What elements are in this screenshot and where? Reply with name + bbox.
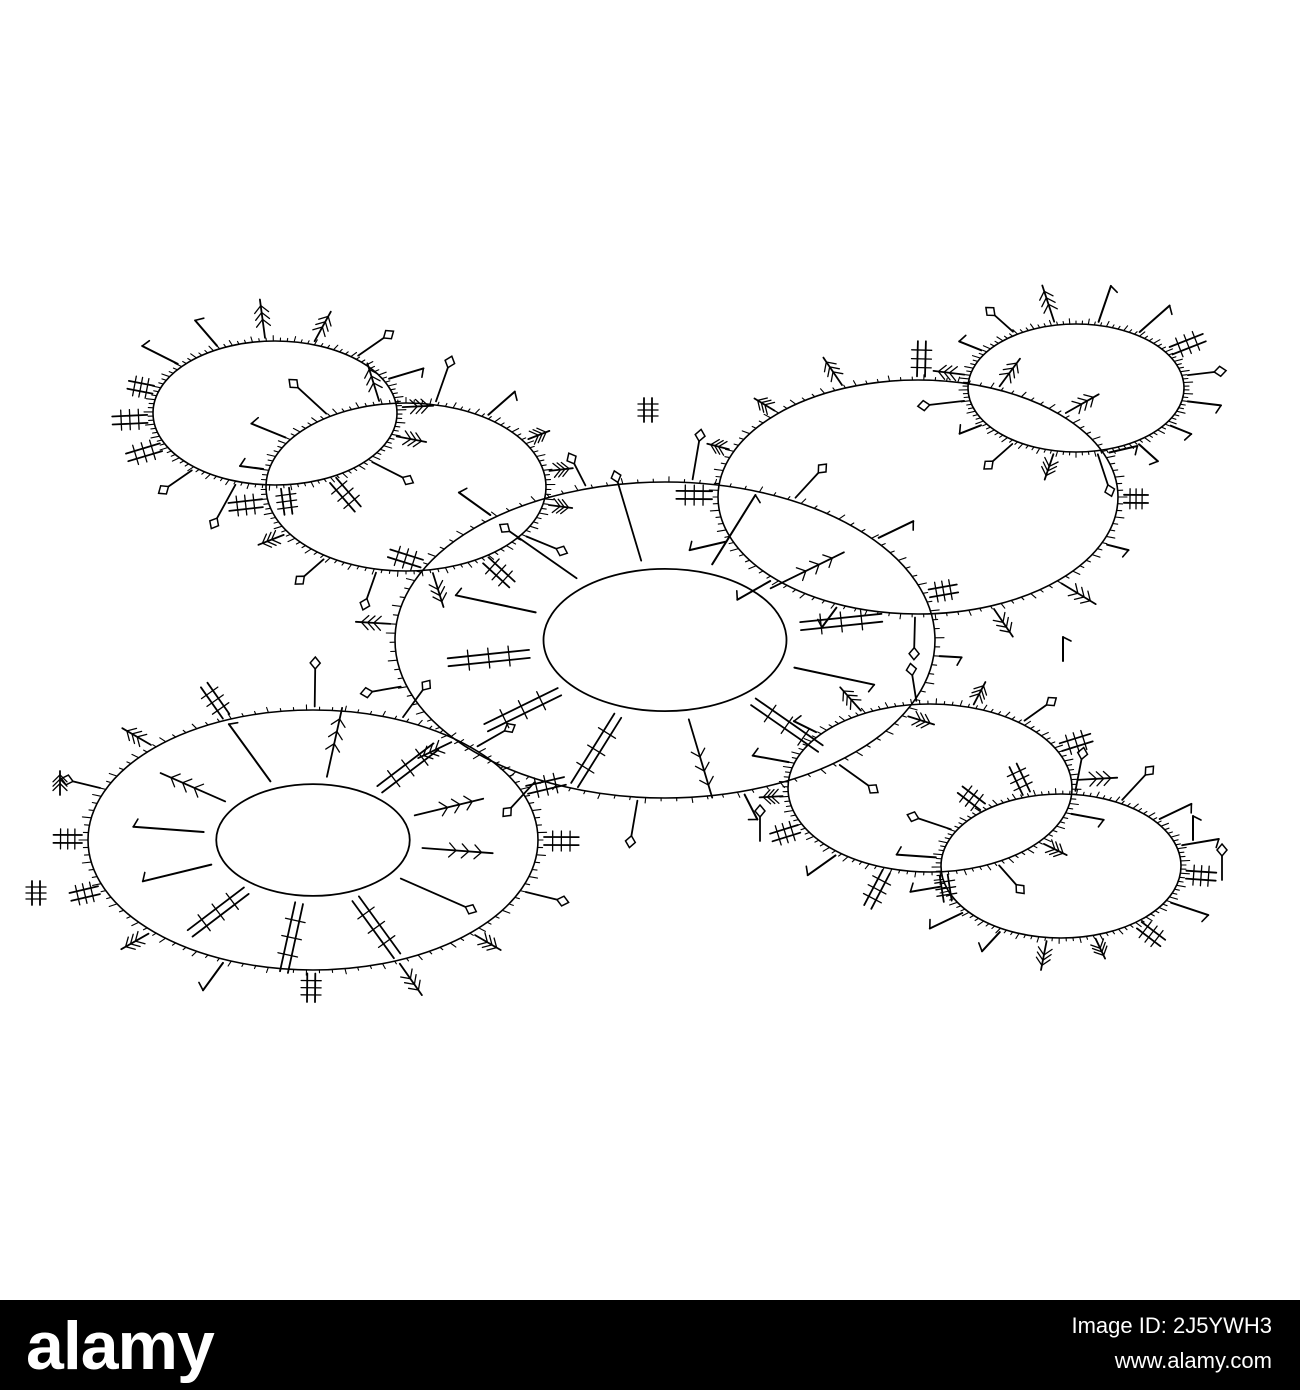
rune-compass-artwork — [25, 284, 1228, 1003]
watermark-footer: alamy Image ID: 2J5YWH3 www.alamy.com — [0, 1300, 1300, 1390]
rune-circle — [751, 662, 1119, 910]
rune-circle — [895, 746, 1220, 971]
rune-circle — [52, 655, 580, 1003]
rune-circles — [25, 284, 1228, 1003]
rune-mark — [1192, 815, 1202, 841]
rune-circle — [227, 355, 574, 612]
rune-circle — [111, 298, 435, 530]
alamy-logo: alamy — [26, 1308, 215, 1384]
rune-mark — [52, 770, 68, 796]
rune-circle — [916, 284, 1228, 498]
rune-circle — [675, 340, 1149, 661]
image-id-text: Image ID: 2J5YWH3 — [1071, 1313, 1272, 1338]
rune-mark — [1216, 842, 1228, 881]
image-meta: Image ID: 2J5YWH3 www.alamy.com — [1071, 1308, 1272, 1378]
rune-mark — [637, 397, 659, 423]
rune-mark — [754, 803, 766, 842]
rune-mark — [25, 880, 47, 906]
rune-mark — [1062, 636, 1072, 662]
site-url-text: www.alamy.com — [1114, 1348, 1272, 1373]
rune-circle — [354, 428, 963, 849]
